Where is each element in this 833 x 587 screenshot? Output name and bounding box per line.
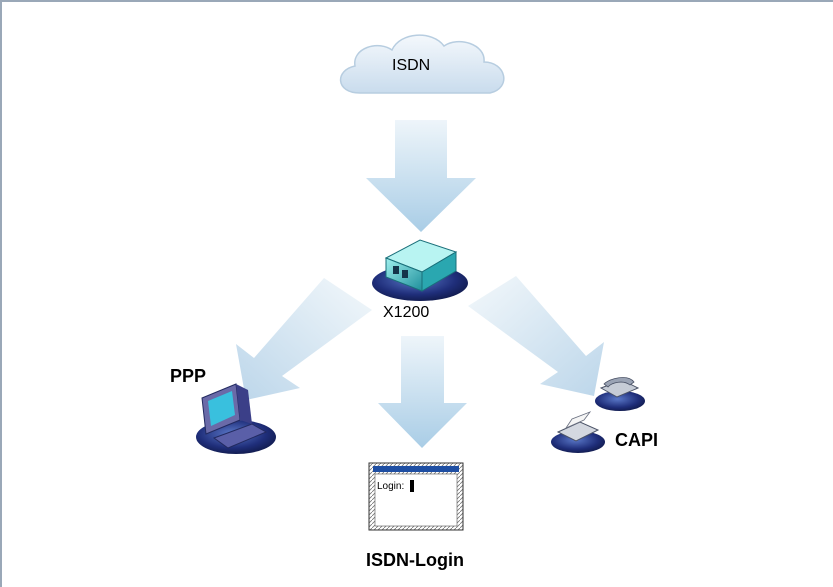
router-label: X1200 xyxy=(383,304,430,321)
cursor-icon xyxy=(410,480,414,492)
arrow-cloud-to-router xyxy=(366,120,476,232)
login-terminal-icon xyxy=(368,462,464,531)
ppp-computer-icon xyxy=(196,383,276,454)
router-icon xyxy=(372,239,468,301)
cloud-label: ISDN xyxy=(392,57,431,74)
terminal-prompt: Login: xyxy=(377,481,405,492)
phone-icon xyxy=(595,377,645,411)
isdn-cloud xyxy=(339,34,505,94)
arrow-router-to-login xyxy=(378,336,467,448)
login-label: ISDN-Login xyxy=(366,550,464,570)
fax-icon xyxy=(551,411,605,453)
arrow-router-to-capi xyxy=(468,276,604,396)
arrow-router-to-ppp xyxy=(236,278,372,400)
ppp-label: PPP xyxy=(170,366,207,386)
capi-label: CAPI xyxy=(615,430,659,450)
